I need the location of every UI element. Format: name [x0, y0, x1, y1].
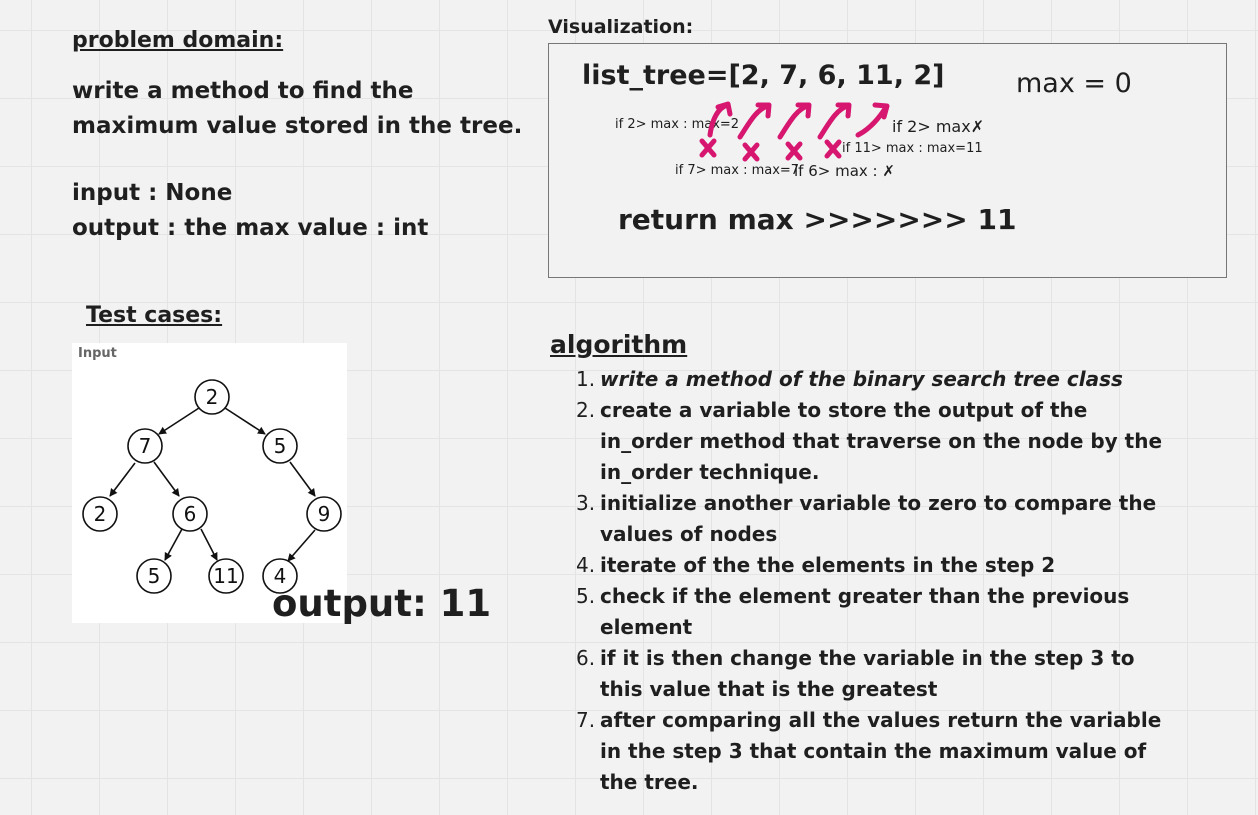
comparison-note-text: if 2> max [892, 117, 971, 136]
tree-edge [224, 407, 266, 435]
comparison-note: if 2> max✗ [892, 117, 984, 136]
tree-node [194, 379, 230, 415]
output-spec: output : the max value : int [72, 215, 429, 241]
input-spec: input : None [72, 180, 233, 206]
comparison-note: if 7> max : max=7 [675, 163, 800, 178]
list-tree-text: list_tree=[2, 7, 6, 11, 2] [582, 60, 945, 91]
tree-node-label: 11 [213, 564, 238, 588]
tree-edge [158, 407, 200, 435]
curved-arrow-icon [817, 102, 852, 140]
tree-node [306, 496, 342, 532]
tree-node [208, 558, 244, 594]
tree-edge [200, 528, 218, 561]
x-mark-icon: ✗ [970, 117, 985, 136]
comparison-note: if 2> max : max=2 [615, 117, 740, 132]
x-mark-icon: ✗ [877, 162, 895, 180]
x-mark-icon [785, 141, 803, 161]
tree-edge [153, 461, 180, 497]
tree-panel-label: Input [78, 346, 117, 361]
visualization-box [548, 43, 1227, 278]
tree-edge [109, 462, 136, 497]
test-cases-heading: Test cases: [86, 303, 223, 328]
algorithm-step: 2.create a variable to store the output … [576, 398, 1163, 484]
algorithm-step: 6.if it is then change the variable in t… [576, 646, 1135, 701]
tree-node-label: 5 [274, 434, 287, 458]
x-mark-icon [824, 139, 842, 159]
curved-arrow-icon [855, 102, 890, 138]
visualization-heading: Visualization: [548, 16, 694, 38]
tree-image-panel: Input 2 [72, 343, 347, 623]
tree-node [127, 428, 163, 464]
algorithm-steps: 1.write a method of the binary search tr… [576, 364, 1176, 798]
problem-description: write a method to find the maximum value… [72, 78, 523, 139]
tree-edge [164, 528, 183, 561]
tree-node-label: 5 [148, 564, 161, 588]
algorithm-heading: algorithm [550, 330, 688, 359]
tree-node-label: 2 [206, 385, 219, 409]
algorithm-step: 4.iterate of the the elements in the ste… [576, 553, 1056, 577]
algorithm-step: 3.initialize another variable to zero to… [576, 491, 1157, 546]
tree-node [262, 558, 298, 594]
tree-node-label: 9 [318, 502, 331, 526]
tree-node-label: 7 [139, 434, 152, 458]
comparison-note: if 11> max : max=11 [842, 141, 983, 156]
binary-tree-diagram: 2 7 5 2 6 9 5 11 4 [82, 379, 342, 594]
x-mark-icon [699, 138, 717, 158]
curved-arrow-icon [737, 102, 772, 140]
tree-node-label: 4 [274, 564, 287, 588]
x-mark-icon [742, 142, 760, 162]
tree-node [262, 428, 298, 464]
tree-edge [287, 529, 316, 562]
comparison-note: if 6> max : ✗ [794, 162, 895, 180]
max-init-text: max = 0 [1016, 68, 1132, 99]
return-text: return max >>>>>>> 11 [618, 203, 1017, 236]
problem-domain-heading: problem domain: [72, 28, 284, 53]
tree-node [82, 496, 118, 532]
hand-drawn-marks [699, 101, 890, 162]
comparison-note-text: if 6> max : [794, 162, 878, 180]
test-output: output: 11 [272, 582, 492, 625]
tree-node-label: 6 [184, 502, 197, 526]
tree-edge [289, 461, 316, 497]
algorithm-step: 7.after comparing all the values return … [576, 708, 1162, 794]
curved-arrow-icon [707, 101, 733, 138]
curved-arrow-icon [777, 102, 812, 140]
algorithm-step: 1.write a method of the binary search tr… [576, 367, 1123, 391]
algorithm-step: 5.check if the element greater than the … [576, 584, 1130, 639]
tree-node [172, 496, 208, 532]
tree-node-label: 2 [94, 502, 107, 526]
tree-node [136, 558, 172, 594]
